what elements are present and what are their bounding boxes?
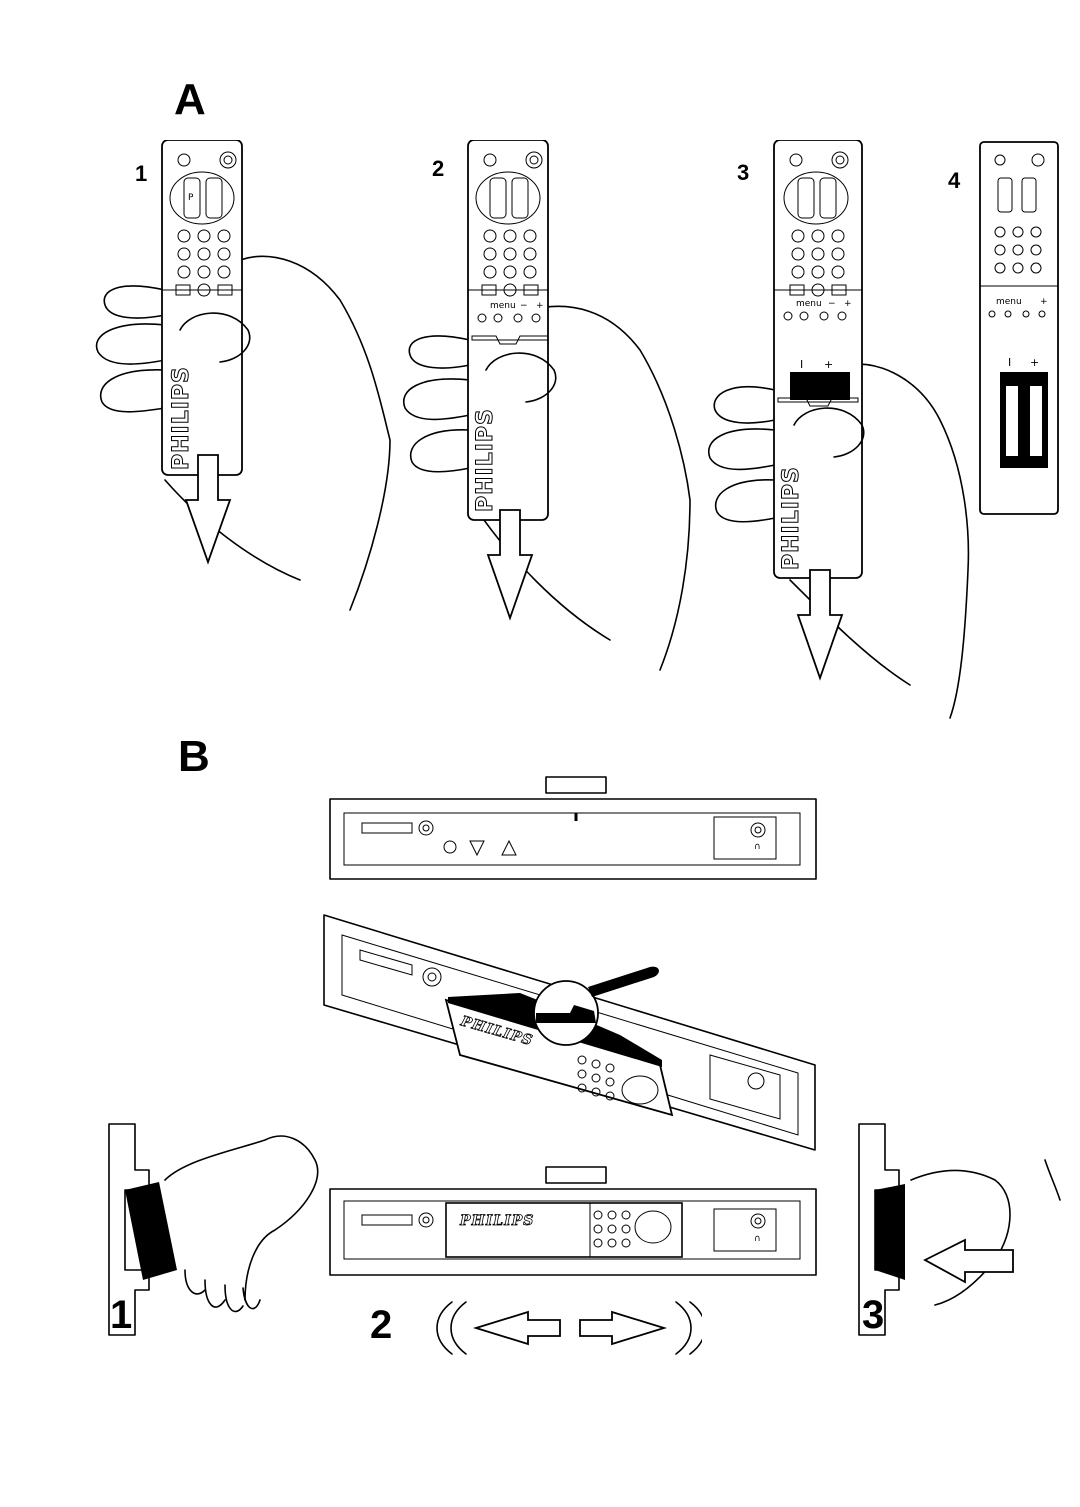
program-label: P	[188, 193, 194, 203]
svg-text:PHILIPS: PHILIPS	[473, 408, 498, 512]
magnifier-icon	[588, 966, 659, 997]
svg-text:+: +	[536, 301, 544, 311]
svg-text:+: +	[1030, 356, 1039, 369]
remote-step-4-open: menu + I +	[979, 141, 1059, 515]
svg-text:+: +	[1040, 297, 1048, 307]
double-arrow-icon	[436, 1301, 702, 1355]
svg-text:−: −	[828, 299, 836, 309]
step-a1-label: 1	[135, 161, 148, 186]
step-b1-illustration	[108, 1123, 319, 1336]
remote-step-2: menu − + PHILIPS	[402, 140, 691, 671]
tv-front-panel-icon: ∩	[329, 776, 817, 880]
hand-icon	[239, 255, 391, 611]
down-arrow-icon	[184, 454, 232, 565]
step-b3-illustration	[858, 1123, 1061, 1336]
headphone-icon: ∩	[754, 842, 761, 852]
remote-brand-label: PHILIPS	[169, 366, 194, 470]
svg-text:∩: ∩	[754, 1234, 761, 1244]
svg-text:I: I	[800, 358, 803, 371]
step-b3-label: 3	[862, 1293, 885, 1337]
svg-text:+: +	[824, 358, 833, 371]
step-b2-label: 2	[370, 1303, 393, 1347]
svg-text:menu: menu	[796, 299, 822, 309]
tv-panel-remote-stored: PHILIPS ∩	[329, 1166, 817, 1276]
remote-step-3: menu − + I + PHILIPS	[707, 140, 970, 719]
svg-text:−: −	[520, 301, 528, 311]
hand-icon	[164, 1135, 319, 1301]
svg-text:PHILIPS: PHILIPS	[459, 1213, 534, 1229]
section-b-label: B	[178, 732, 210, 781]
step-a2-label: 2	[432, 156, 445, 181]
step-a3-label: 3	[737, 160, 750, 185]
section-a-label: A	[174, 75, 206, 124]
svg-text:+: +	[844, 299, 852, 309]
svg-text:PHILIPS: PHILIPS	[779, 466, 804, 570]
menu-label: menu	[490, 301, 516, 311]
tv-panel-with-remote: PHILIPS	[323, 914, 816, 1151]
keypad-grid	[177, 229, 231, 279]
step-a4-label: 4	[948, 168, 961, 193]
remote-step-1: P PHILIPS	[95, 140, 391, 611]
push-arrow-icon	[923, 1238, 1014, 1284]
step-b1-label: 1	[110, 1293, 133, 1337]
battery-compartment-icon	[790, 372, 850, 400]
svg-text:menu: menu	[996, 297, 1022, 307]
svg-text:I: I	[1008, 356, 1011, 369]
